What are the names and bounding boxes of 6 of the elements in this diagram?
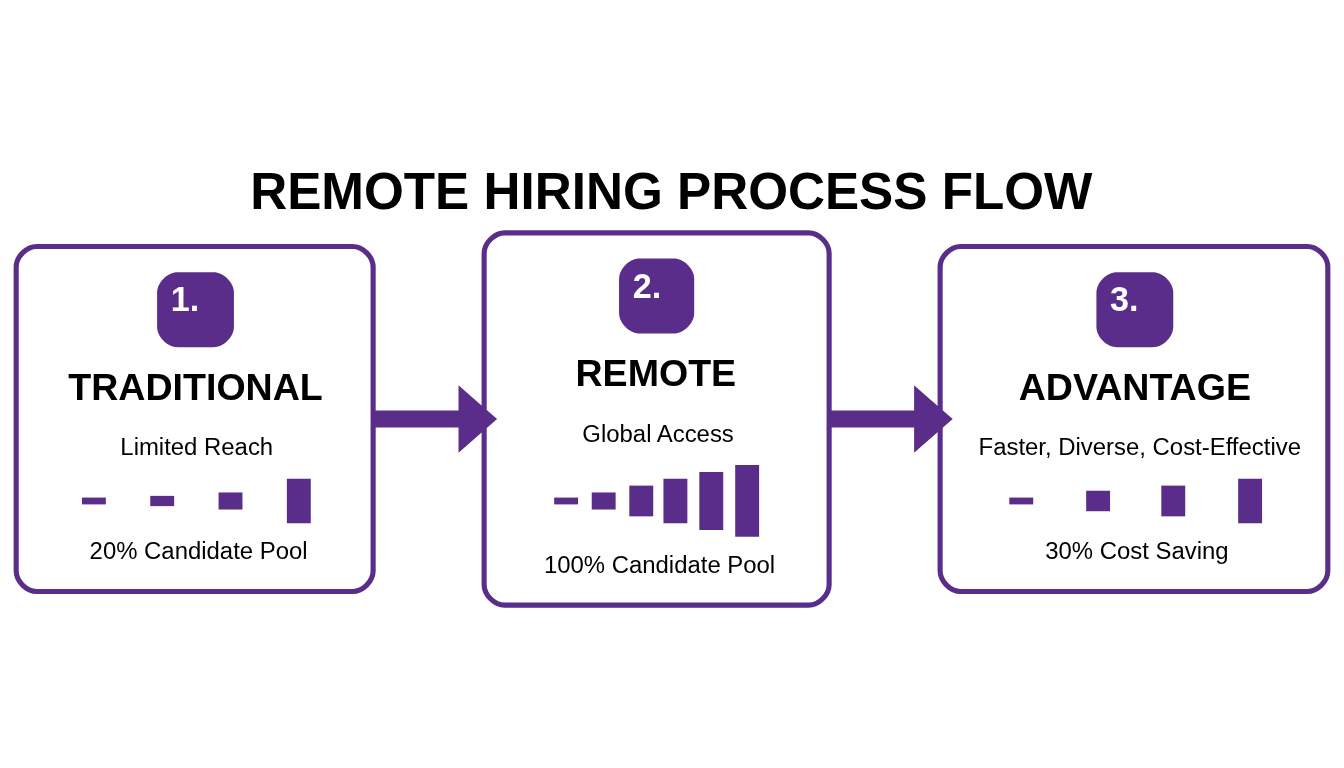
node-box: 2. REMOTE Global Access 100% Candidate Pool: [481, 230, 832, 608]
diagram-title: REMOTE HIRING PROCESS FLOW: [250, 162, 1093, 220]
node-box: 3. ADVANTAGE Faster, Diverse, Cost-Effective 30% Cost Saving: [937, 243, 1331, 595]
arrow: [373, 385, 498, 453]
arrow: [829, 385, 953, 453]
node-box: 1. TRADITIONAL Limited Reach 20% Candidate Pool: [13, 243, 376, 595]
